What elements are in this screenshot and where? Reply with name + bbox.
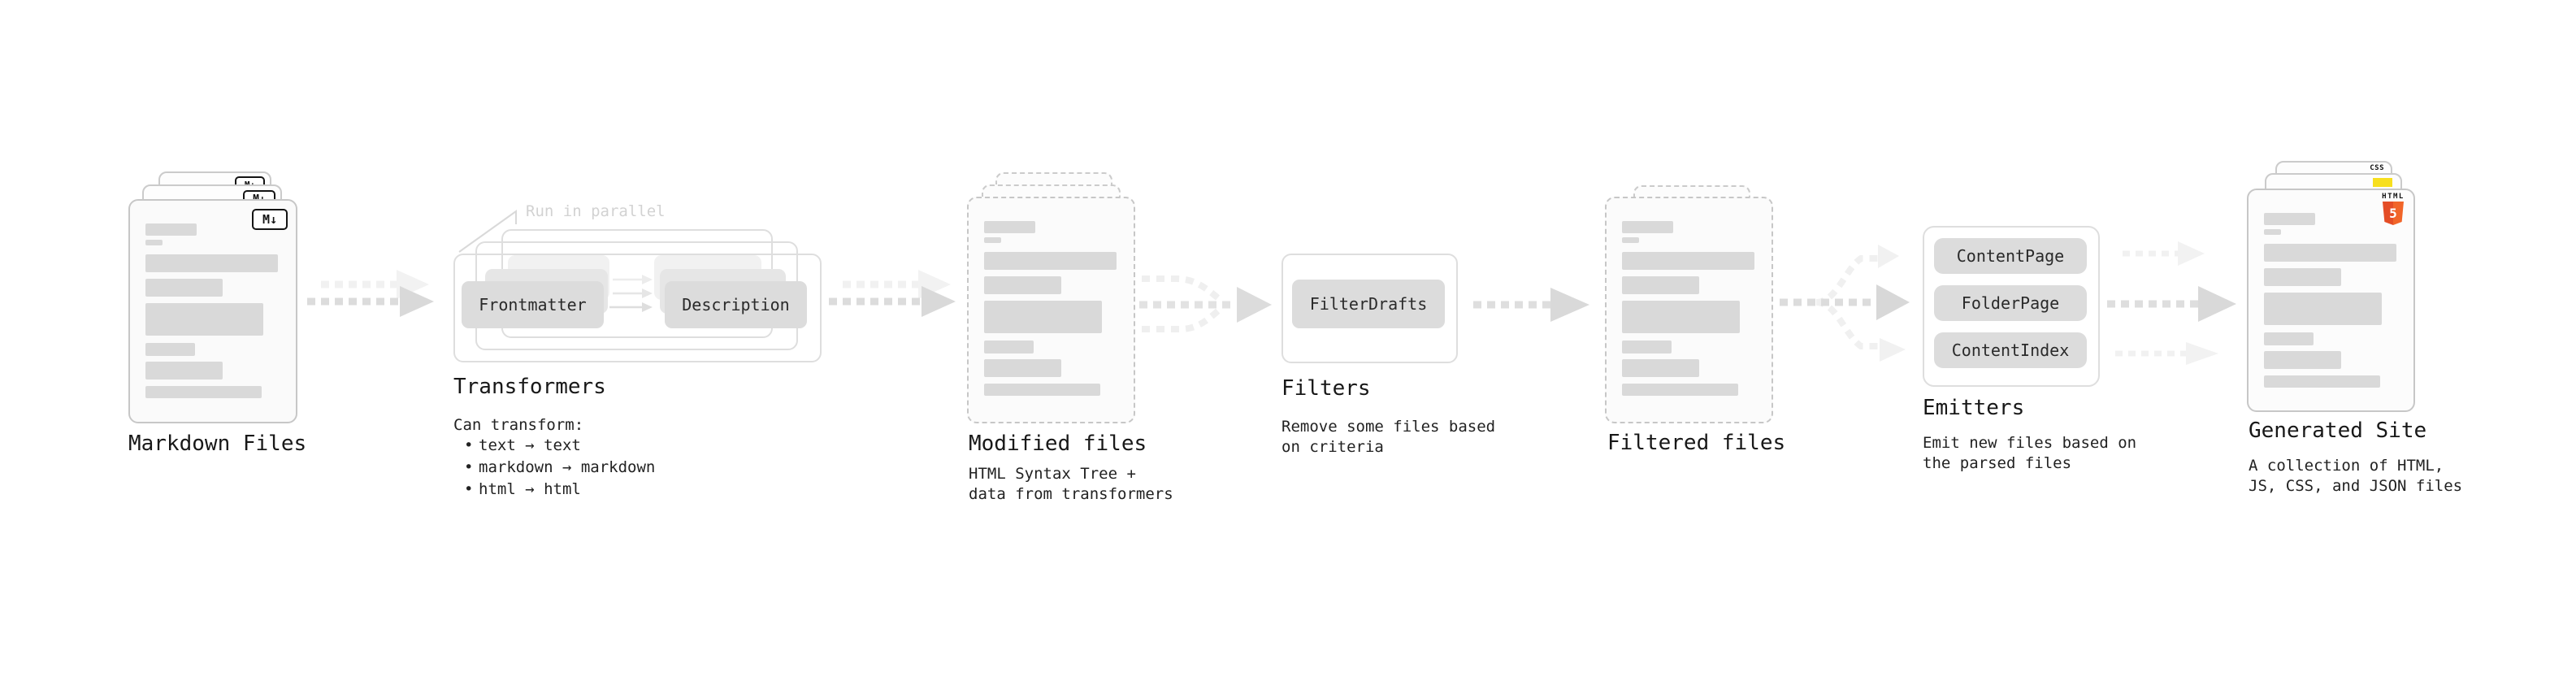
stage-label-filters: Filters — [1281, 376, 1371, 401]
arrow-markdown-to-transformers — [307, 270, 434, 317]
generated-site-caption: A collection of HTML, JS, CSS, and JSON … — [2249, 457, 2463, 495]
markdown-icon: M↓ — [252, 209, 288, 230]
text-line-placeholder — [145, 386, 262, 398]
run-in-parallel-callout-line — [458, 210, 517, 253]
transformers-caption-title: Can transform: — [453, 416, 584, 434]
text-line-placeholder — [2264, 293, 2382, 325]
arrowhead — [1550, 288, 1589, 322]
html5-shield: 5 — [2383, 202, 2404, 225]
text-line-placeholder — [1622, 237, 1639, 243]
document-text-placeholder — [1607, 221, 1772, 396]
emitter-pill-contentpage: ContentPage — [1934, 238, 2087, 274]
text-line-placeholder — [1622, 340, 1672, 354]
text-line-placeholder — [984, 340, 1034, 354]
emitter-pill-folderpage: FolderPage — [1934, 285, 2087, 321]
transformers-bullet-list: text → text markdown → markdown html → h… — [462, 435, 655, 501]
dashed-arrow-dark — [829, 286, 956, 317]
emitters-frame — [1923, 226, 2100, 387]
text-line-placeholder — [1622, 221, 1673, 233]
text-line-placeholder — [145, 223, 197, 236]
dashed-arrow-dark — [2107, 286, 2236, 322]
markdown-file-document: M↓ — [128, 199, 297, 423]
run-in-parallel-label: Run in parallel — [526, 202, 666, 220]
text-line-placeholder — [145, 240, 163, 245]
text-line-placeholder — [2264, 375, 2380, 388]
stage-label-filtered-files: Filtered files — [1607, 431, 1786, 455]
html5-number: 5 — [2389, 206, 2397, 221]
document-text-placeholder — [969, 221, 1134, 396]
text-line-placeholder — [2264, 229, 2281, 235]
transformer-pill-description: Description — [665, 281, 807, 328]
text-line-placeholder — [2264, 213, 2315, 225]
emitters-caption: Emit new files based on the parsed files — [1923, 434, 2137, 472]
text-line-placeholder — [984, 252, 1117, 270]
text-line-placeholder — [145, 254, 278, 272]
transformer-parallel-arrows — [609, 275, 653, 312]
mini-arrow — [613, 275, 653, 284]
text-line-placeholder — [984, 237, 1001, 243]
text-line-placeholder — [984, 276, 1061, 294]
arrow-filters-to-filtered — [1473, 288, 1589, 322]
text-line-placeholder — [1622, 359, 1699, 377]
text-line-placeholder — [145, 362, 223, 380]
document-text-placeholder — [130, 223, 296, 398]
bullet-item: text → text — [462, 435, 655, 457]
mini-arrow — [609, 302, 653, 312]
arrowhead-light — [1878, 245, 1899, 268]
arrow-modified-to-filters — [1139, 275, 1272, 332]
text-line-placeholder — [2264, 332, 2314, 345]
transformer-frame-front — [453, 254, 822, 362]
dashed-arrow-light — [2123, 241, 2205, 266]
modified-files-caption: HTML Syntax Tree + data from transformer… — [969, 465, 1173, 503]
document-text-placeholder — [2249, 213, 2413, 388]
stage-label-markdown-files: Markdown Files — [128, 432, 307, 456]
stage-label-emitters: Emitters — [1923, 396, 2025, 420]
arrow-emitters-to-generated — [2107, 241, 2236, 365]
text-line-placeholder — [2264, 268, 2341, 286]
text-line-placeholder — [145, 303, 263, 336]
text-line-placeholder — [1622, 301, 1740, 333]
filter-pill-filterdrafts: FilterDrafts — [1292, 280, 1445, 328]
transformer-pill-frontmatter: Frontmatter — [462, 281, 604, 328]
text-line-placeholder — [984, 221, 1035, 233]
emitter-pill-contentindex: ContentIndex — [1934, 332, 2087, 368]
filtered-file-document — [1605, 197, 1773, 423]
stage-label-generated-site: Generated Site — [2249, 419, 2427, 443]
modified-file-document — [967, 197, 1135, 423]
text-line-placeholder — [145, 279, 223, 297]
js-icon — [2373, 178, 2392, 187]
generated-html-document: HTML 5 — [2247, 189, 2415, 412]
bullet-item: html → html — [462, 479, 655, 501]
arrowhead — [1237, 287, 1272, 323]
dashed-arrow-dark — [307, 286, 434, 317]
arrow-filtered-to-emitters — [1780, 245, 1910, 362]
filters-caption: Remove some files based on criteria — [1281, 418, 1496, 456]
html5-icon: HTML 5 — [2381, 193, 2405, 225]
arrowhead — [1876, 284, 1910, 320]
html5-word: HTML — [2382, 193, 2405, 201]
mini-arrow — [613, 288, 653, 298]
stage-label-transformers: Transformers — [453, 375, 606, 399]
text-line-placeholder — [145, 343, 195, 356]
bullet-item: markdown → markdown — [462, 457, 655, 479]
arrow-transformers-to-modified — [829, 270, 956, 317]
dashed-arrow-light — [2115, 342, 2218, 365]
text-line-placeholder — [984, 301, 1102, 333]
filters-frame — [1281, 254, 1458, 363]
text-line-placeholder — [984, 359, 1061, 377]
converge-branch-bottom — [1142, 304, 1225, 332]
text-line-placeholder — [2264, 244, 2396, 262]
text-line-placeholder — [2264, 351, 2341, 369]
stage-label-modified-files: Modified files — [969, 432, 1147, 456]
diverge-branch-bottom — [1815, 299, 1880, 349]
text-line-placeholder — [984, 384, 1100, 396]
diverge-branch-top — [1815, 255, 1878, 306]
arrowhead-light — [1880, 338, 1906, 362]
text-line-placeholder — [1622, 276, 1699, 294]
converge-branch-top — [1142, 275, 1225, 305]
text-line-placeholder — [1622, 384, 1738, 396]
text-line-placeholder — [1622, 252, 1754, 270]
